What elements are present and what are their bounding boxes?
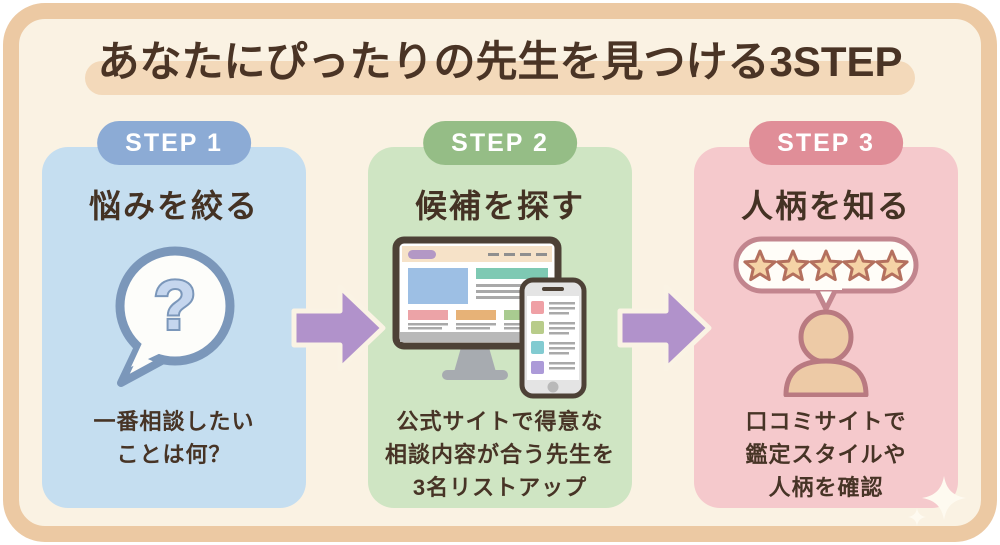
step1-icon-area: ? [42,227,306,405]
rating-stars [743,249,909,282]
sparkle-icon [922,476,966,520]
question-mark-glyph: ? [154,266,197,344]
step2-description: 公式サイトで得意な 相談内容が合う先生を 3名リストアップ [384,409,615,500]
step3-badge: STEP 3 [749,121,903,165]
five-star-review-person-icon [733,236,919,397]
step2-badge: STEP 2 [423,121,577,165]
step3-heading: 人柄を知る [740,188,911,224]
step3-icon-area [694,227,958,405]
arrow-step1-to-step2-icon [291,284,386,372]
step3-description: 口コミサイトで 鑑定スタイルや 人柄を確認 [745,409,907,500]
step1-badge: STEP 1 [97,121,251,165]
step3-card: STEP 3 人柄を知る [694,121,958,508]
question-speech-bubble-icon: ? [115,246,235,387]
sparkle-icon [908,508,926,526]
arrow-step2-to-step3-icon [617,284,712,372]
page-title: あなたにぴったりの先生を見つける3STEP [97,38,903,85]
title-highlight-bar [85,61,915,95]
step1-card: STEP 1 悩みを絞る ? 一番相談したい ことは何？ [42,121,306,508]
step2-card: STEP 2 候補を探す [368,121,632,508]
step1-description: 一番相談したい ことは何？ [93,409,255,467]
person-silhouette [783,309,869,397]
monitor-and-phone-website-icon [392,236,587,399]
step2-icon-area [368,227,632,405]
step2-heading: 候補を探す [414,188,585,224]
step1-heading: 悩みを絞る [88,188,259,224]
